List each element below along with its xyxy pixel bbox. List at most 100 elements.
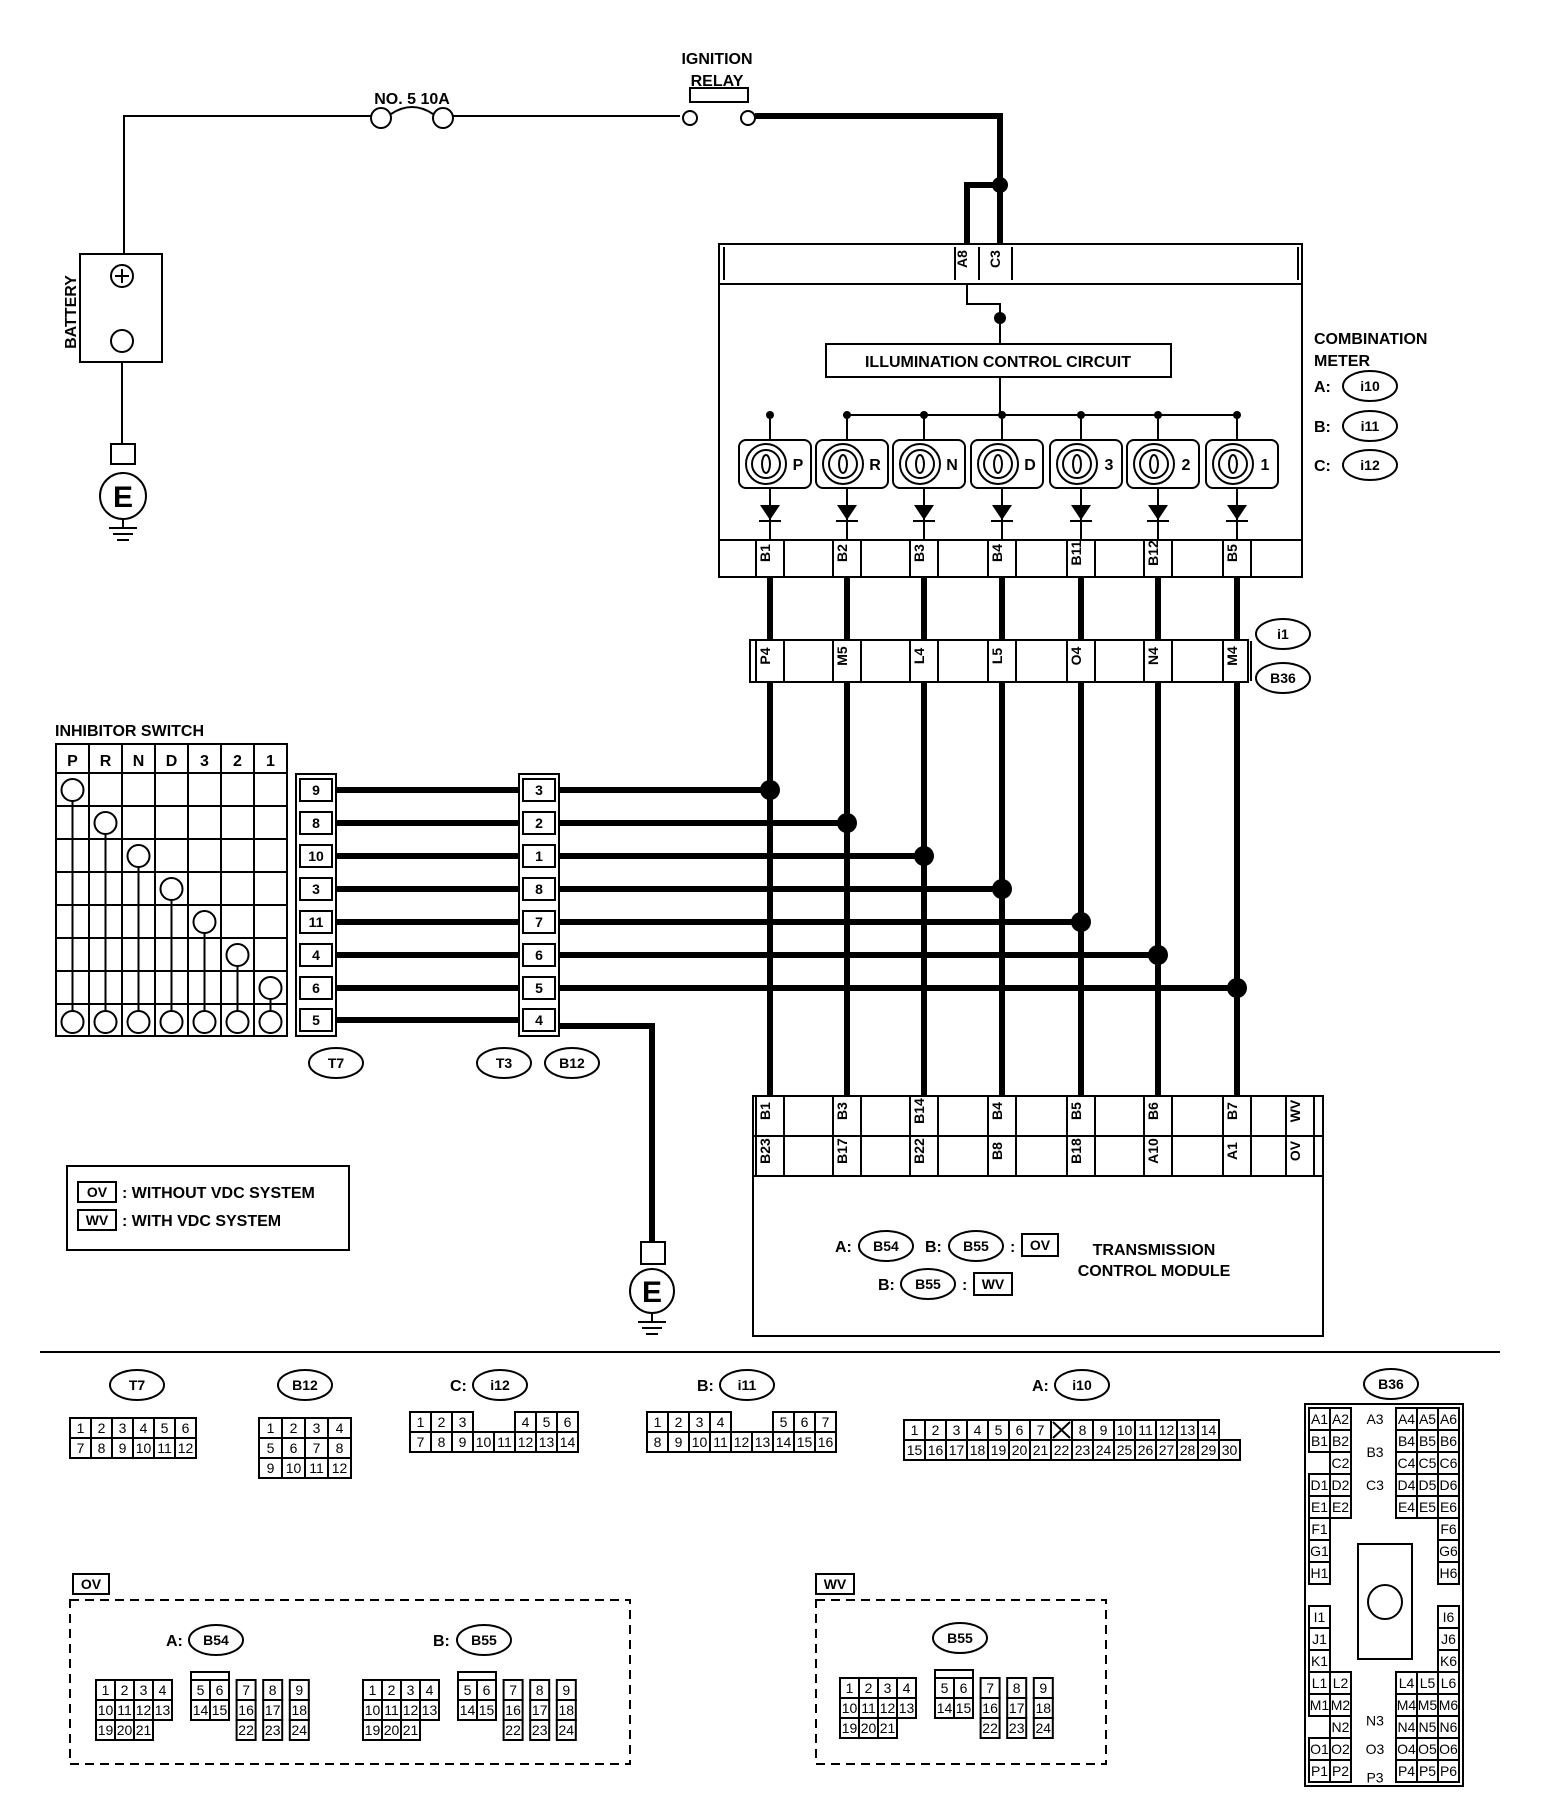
i10-pin-label: 12: [1159, 1422, 1175, 1438]
b54-pin-label: 1: [102, 1682, 110, 1698]
b55w-pin-label: 23: [1009, 1720, 1025, 1736]
b36-label: E5: [1419, 1499, 1436, 1515]
joint-id-oval: [1255, 618, 1311, 650]
diode-icon: [1227, 505, 1247, 520]
inhibitor-pin-label: 9: [312, 782, 320, 798]
lamp-bulb-inner: [1218, 449, 1248, 479]
lamp-filament: [761, 454, 771, 474]
i10-pin-label: 8: [1079, 1422, 1087, 1438]
i11-pin-label: 14: [776, 1434, 792, 1450]
b36-label: F6: [1440, 1521, 1457, 1537]
b55-pin-label: 4: [426, 1682, 434, 1698]
middle-pin-label: 3: [535, 782, 543, 798]
b36-label: C6: [1440, 1455, 1458, 1471]
i10-pin-cell: [1218, 1439, 1241, 1461]
b55w-pin-label: 2: [865, 1680, 873, 1696]
b36-label: M6: [1439, 1697, 1459, 1713]
b55-pin-label: 22: [505, 1722, 521, 1738]
b55w-pin-cell: [1032, 1717, 1054, 1739]
splice-dot: [1148, 945, 1168, 965]
middle-pin-cell: [522, 943, 556, 967]
b36-label: A1: [1311, 1411, 1328, 1427]
t7-pin-label: 2: [98, 1420, 106, 1436]
i12-pin-label: 14: [560, 1434, 576, 1450]
lamp-label: N: [946, 457, 958, 474]
ground-tcm-label: E: [642, 1276, 662, 1309]
inhibitor-position: 1: [266, 753, 275, 770]
middle-pin-cell: [522, 877, 556, 901]
b36-label: L5: [1420, 1675, 1436, 1691]
meter-conn-id: i11: [1361, 418, 1380, 434]
b36-label: L6: [1441, 1675, 1457, 1691]
diode-icon: [760, 505, 780, 520]
b36-label: P2: [1332, 1763, 1349, 1779]
meter-conn-prefix: B:: [1314, 419, 1331, 436]
b36-label: B5: [1419, 1433, 1436, 1449]
b54-pin-label: 4: [159, 1682, 167, 1698]
b36-label: D4: [1398, 1477, 1416, 1493]
b12-pin-label: 7: [313, 1440, 321, 1456]
tcm-sep-1: :: [1010, 1239, 1015, 1256]
splice-dot: [992, 879, 1012, 899]
t7-pin-label: 8: [98, 1440, 106, 1456]
b36-label: D6: [1440, 1477, 1458, 1493]
i12-pin-label: 6: [564, 1414, 572, 1430]
b54-pin-cell: [262, 1719, 284, 1741]
tcm-title-2: CONTROL MODULE: [1078, 1263, 1231, 1280]
meter-conn-id: i12: [1360, 457, 1380, 473]
lamp-label: P: [793, 457, 804, 474]
tcm-conn-b2: B55: [915, 1276, 941, 1292]
i10-pin-label: 29: [1201, 1442, 1217, 1458]
i10-pin-label: 16: [928, 1442, 944, 1458]
inhibitor-conn-id: T7: [328, 1055, 345, 1071]
legend-ov-text: : WITHOUT VDC SYSTEM: [122, 1185, 315, 1202]
b36-label: O4: [1397, 1741, 1416, 1757]
b36-label: N6: [1440, 1719, 1458, 1735]
b36-cell: [1329, 1495, 1352, 1519]
middle-pin-cell: [522, 811, 556, 835]
joint-pin-label: P4: [757, 647, 773, 664]
b55w-pin-cell: [953, 1697, 974, 1719]
meter-title-1: COMBINATION: [1314, 331, 1427, 348]
b54-pin-label: 6: [216, 1682, 224, 1698]
i11-pin-label: 4: [717, 1414, 725, 1430]
middle-pin-cell: [522, 778, 556, 802]
b36-label: D1: [1311, 1477, 1329, 1493]
b36-label: E2: [1332, 1499, 1349, 1515]
inhibitor-position: 3: [200, 753, 209, 770]
b12-pin-label: 12: [332, 1460, 348, 1476]
inhibitor-contact: [258, 976, 283, 1000]
diode-icon: [1148, 505, 1168, 520]
b36-cell: [1329, 1759, 1352, 1783]
i11-pin-label: 11: [713, 1434, 728, 1450]
b54-pin-cell: [288, 1719, 310, 1741]
meter-conn-prefix: A:: [1314, 379, 1331, 396]
diode-icon: [914, 505, 934, 520]
tcm-conn-a-prefix: A:: [835, 1239, 852, 1256]
inhibitor-contact: [60, 778, 85, 802]
b36-label: I6: [1443, 1609, 1455, 1625]
i12-pin-cell: [556, 1431, 579, 1453]
i11-pin-label: 6: [801, 1414, 809, 1430]
inhibitor-pin-cell: [299, 1008, 333, 1032]
b55-pin-label: 13: [422, 1702, 438, 1718]
middle-conn-id: T3: [496, 1055, 513, 1071]
i10-pin-label: 13: [1180, 1422, 1196, 1438]
inhibitor-pin-cell: [299, 778, 333, 802]
b36-label: G1: [1310, 1543, 1329, 1559]
meter-supply-pin: A8: [954, 250, 970, 268]
i10-pin-label: 6: [1016, 1422, 1024, 1438]
b55-pin-cell: [419, 1699, 440, 1721]
b36-label: L1: [1312, 1675, 1328, 1691]
lamp-bulb-inner: [1062, 449, 1092, 479]
b55-pin-label: 6: [483, 1682, 491, 1698]
b55-pin-cell: [529, 1719, 551, 1741]
i10-pin-label: 5: [995, 1422, 1003, 1438]
b36-center-label: A3: [1366, 1411, 1383, 1427]
middle-pin-cell: [522, 910, 556, 934]
i12-pin-label: 8: [438, 1434, 446, 1450]
conn-view-t7: T7: [129, 1377, 146, 1393]
meter-conn-id: i10: [1360, 378, 1380, 394]
i10-pin-label: 23: [1075, 1442, 1091, 1458]
